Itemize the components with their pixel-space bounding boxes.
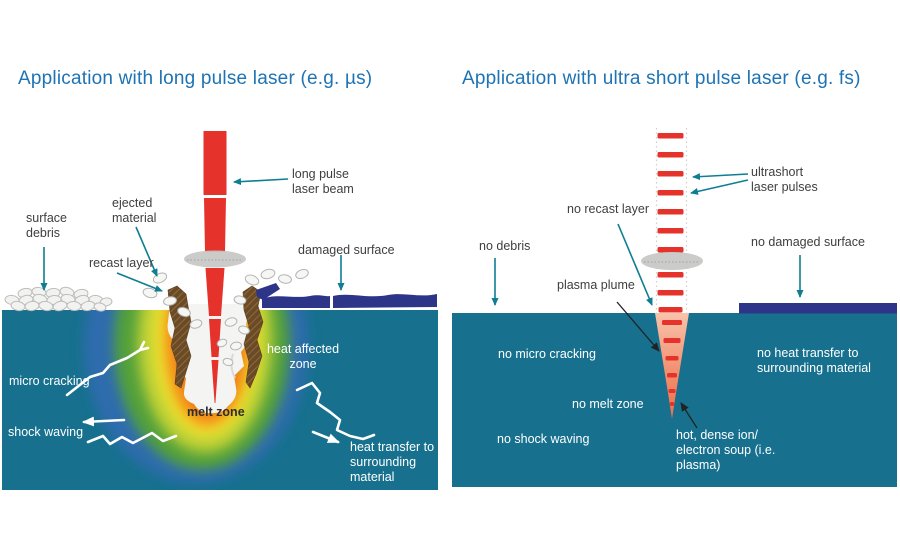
plasma-plume-label: plasma plume (557, 278, 635, 292)
no-micro-cracking-label: no micro cracking (498, 347, 596, 361)
plasma-soup-label: hot, dense ion/ electron soup (i.e. plas… (676, 428, 776, 472)
no-recast-layer-arrow (617, 223, 653, 306)
right-panel-title: Application with ultra short pulse laser… (462, 68, 861, 89)
ultrashort-pulse-train (657, 133, 684, 313)
left-label-arrows (40, 178, 345, 292)
crack-lines (65, 340, 376, 446)
plasma-soup-arrow (680, 402, 698, 429)
ultrashort-pulses-arrow-upper (692, 173, 749, 181)
recast-layer-arrow (116, 272, 163, 292)
heat-affected-zone-label: heat affected zone (266, 342, 340, 371)
recast-layer-label: recast layer (89, 256, 154, 270)
surface-debris-pile (4, 286, 113, 312)
surface-debris-label: surface debris (26, 211, 67, 240)
damaged-surface-label: damaged surface (298, 243, 395, 257)
no-heat-transfer-label: no heat transfer to surrounding material (757, 346, 871, 375)
plume-pulse-dashes (662, 320, 682, 406)
right-panel-diagram (452, 128, 897, 487)
long-pulse-beam-lower (205, 268, 225, 403)
shock-waving-arrow (82, 416, 126, 427)
no-debris-label: no debris (479, 239, 531, 253)
focus-lens-right (641, 252, 703, 270)
ejected-material-arrow (135, 226, 158, 277)
long-pulse-beam (203, 131, 227, 252)
focus-lens (184, 250, 246, 268)
beam-dotted-rails (655, 128, 688, 313)
long-pulse-beam-arrow (233, 178, 289, 186)
no-damaged-surface-label: no damaged surface (751, 235, 865, 249)
heat-transfer-label: heat transfer to surrounding material (350, 440, 435, 484)
heat-transfer-arrow (311, 430, 340, 444)
plasma-plume-arrow (616, 301, 660, 352)
melt-zone-label: melt zone (187, 405, 245, 419)
right-label-arrows (491, 173, 804, 306)
shock-waving-label: shock waving (8, 425, 84, 439)
no-melt-zone-label: no melt zone (572, 397, 644, 411)
ejected-particles (142, 268, 309, 367)
micro-cracking-label: micro cracking (9, 374, 90, 388)
damaged-surface-band (256, 283, 437, 308)
ultrashort-pulses-arrow-lower (690, 179, 749, 195)
no-shock-waving-label: no shock waving (497, 432, 590, 446)
ultrashort-laser-pulses-label: ultrashort laser pulses (751, 165, 818, 194)
left-panel-diagram (2, 131, 438, 490)
left-panel-title: Application with long pulse laser (e.g. … (18, 68, 373, 89)
ejected-material-label: ejected material (112, 196, 157, 225)
no-recast-layer-label: no recast layer (567, 202, 649, 216)
undamaged-surface-bar (739, 303, 897, 314)
damaged-surface-flap (256, 283, 280, 300)
long-pulse-laser-beam-label: long pulse laser beam (292, 167, 354, 196)
